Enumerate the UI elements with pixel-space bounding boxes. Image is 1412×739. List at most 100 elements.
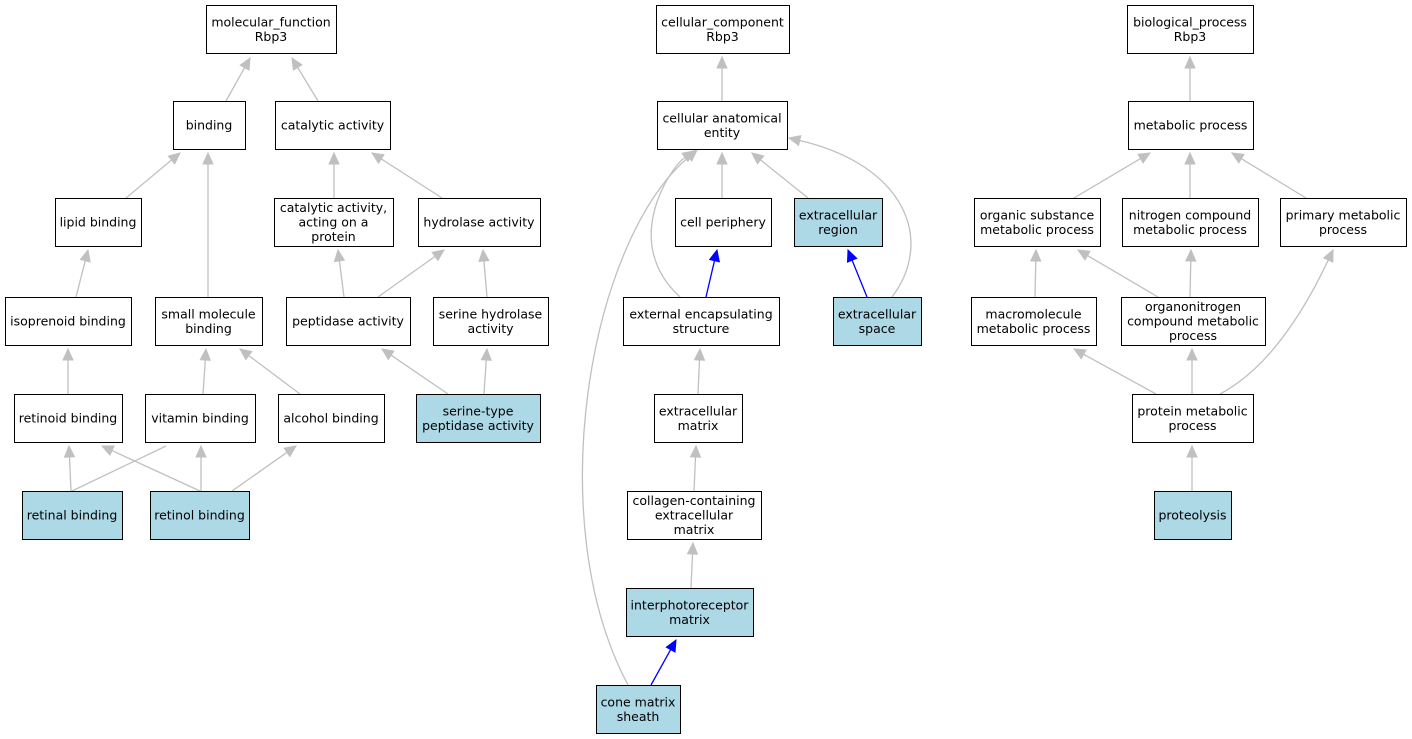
edge-line xyxy=(231,451,288,492)
term-node-alcohol-binding[interactable]: alcohol binding xyxy=(278,394,385,443)
edge-retinol_binding-to-alcohol_binding xyxy=(231,445,297,492)
term-label: sheath xyxy=(617,709,660,724)
term-node-catalytic-activity[interactable]: catalytic activity xyxy=(275,101,391,150)
term-label: cellular anatomical xyxy=(662,110,781,125)
term-node-peptidase-activity[interactable]: peptidase activity xyxy=(286,297,411,346)
edge-retinol_binding-to-retinoid_binding xyxy=(100,445,201,492)
edge-serine_hydrolase-to-hydrolase_activity xyxy=(478,248,490,298)
term-label: entity xyxy=(704,125,741,140)
term-label: retinol binding xyxy=(154,508,245,523)
term-node-retinoid-binding[interactable]: retinoid binding xyxy=(14,394,123,443)
term-label: protein xyxy=(311,229,355,244)
term-label: primary metabolic xyxy=(1286,207,1401,222)
edge-arrowhead xyxy=(333,248,346,263)
term-node-hydrolase-activity[interactable]: hydrolase activity xyxy=(418,198,541,247)
edge-alcohol_binding-to-small_molecule_binding xyxy=(239,348,301,395)
edge-interphotoreceptor-to-collagen_matrix xyxy=(686,541,699,589)
term-node-retinol-binding[interactable]: retinol binding xyxy=(150,491,250,540)
term-box xyxy=(416,394,541,443)
edge-arrowhead xyxy=(199,347,211,361)
term-label: hydrolase activity xyxy=(423,215,535,230)
term-label: small molecule xyxy=(161,306,256,321)
term-box xyxy=(55,198,142,247)
term-label: compound metabolic xyxy=(1127,314,1259,329)
term-box xyxy=(833,297,922,346)
term-node-retinal-binding[interactable]: retinal binding xyxy=(22,491,123,540)
term-node-isoprenoid-binding[interactable]: isoprenoid binding xyxy=(5,297,132,346)
edge-line xyxy=(338,260,345,298)
term-box xyxy=(626,588,754,637)
edge-retinal_binding-to-vitamin_binding xyxy=(71,445,167,492)
term-box xyxy=(1122,198,1259,247)
edge-protein_metabolic-to-primary_metabolic xyxy=(1219,248,1334,395)
edge-binding-to-mf_root xyxy=(225,56,251,102)
term-label: structure xyxy=(673,321,730,336)
term-label: molecular_function xyxy=(211,14,330,29)
edge-line xyxy=(225,67,246,102)
term-box xyxy=(173,101,246,150)
term-label: serine-type xyxy=(443,403,514,418)
edge-isoprenoid_binding-to-lipid_binding xyxy=(75,248,91,298)
edge-line xyxy=(760,159,809,199)
term-label: region xyxy=(818,222,858,237)
term-label: external encapsulating xyxy=(629,306,772,321)
term-label: binding xyxy=(185,321,232,336)
edge-arrowhead xyxy=(1184,55,1196,69)
edge-arrowhead xyxy=(716,151,728,165)
term-node-binding[interactable]: binding xyxy=(173,101,246,150)
term-node-cell-periphery[interactable]: cell periphery xyxy=(675,198,772,247)
term-node-metabolic-process[interactable]: metabolic process xyxy=(1128,101,1254,150)
term-node-proteolysis[interactable]: proteolysis xyxy=(1154,491,1232,540)
edge-retinol_binding-to-vitamin_binding xyxy=(195,444,207,491)
edge-line xyxy=(390,354,449,395)
edge-arrowhead xyxy=(1184,151,1196,165)
edge-extracellular_space-to-cell_anat xyxy=(787,134,912,298)
term-box xyxy=(275,101,391,150)
term-label: space xyxy=(859,321,896,336)
term-label: organonitrogen xyxy=(1145,299,1241,314)
term-label: cellular_component xyxy=(661,14,784,29)
term-box xyxy=(1127,5,1254,54)
edge-metabolic_process-to-bp_root xyxy=(1184,55,1196,101)
edge-arrowhead xyxy=(478,248,490,262)
term-box xyxy=(794,198,883,247)
edge-arrowhead xyxy=(328,151,340,165)
edge-line xyxy=(377,255,436,298)
edge-organonitrogen-to-organic_substance xyxy=(1076,249,1159,298)
edge-peptidase_activity-to-cat_protein xyxy=(333,248,346,298)
edge-organic_substance-to-metabolic_process xyxy=(1073,152,1152,199)
term-label: isoprenoid binding xyxy=(10,314,126,329)
edge-line xyxy=(202,359,206,395)
term-node-vitamin-binding[interactable]: vitamin binding xyxy=(145,394,256,443)
term-box xyxy=(596,685,681,734)
term-box xyxy=(206,5,337,54)
term-label: metabolic process xyxy=(1133,222,1247,237)
edge-ext_encaps-to-cell_periphery xyxy=(705,248,721,298)
edge-catalytic_activity-to-mf_root xyxy=(291,56,319,102)
edge-arrowhead xyxy=(1029,248,1042,262)
edge-arrowhead xyxy=(751,152,765,165)
term-node-lipid-binding[interactable]: lipid binding xyxy=(55,198,142,247)
